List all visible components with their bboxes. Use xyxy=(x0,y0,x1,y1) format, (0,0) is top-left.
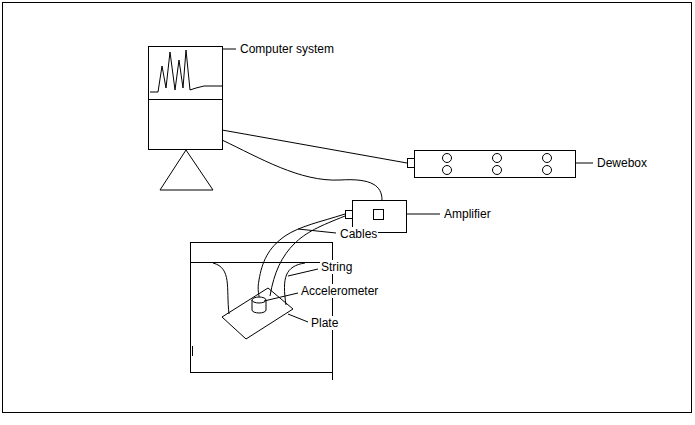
dewebox-connector xyxy=(408,159,415,168)
part-label: Amplifier xyxy=(443,207,492,221)
part-label: Dewebox xyxy=(596,156,648,170)
screen-divider xyxy=(149,99,223,100)
cable xyxy=(222,140,382,200)
leader-line xyxy=(576,163,593,164)
dewebox-knob xyxy=(493,166,502,175)
plate xyxy=(222,288,293,339)
part-label: Computer system xyxy=(239,42,335,56)
cable xyxy=(222,130,407,163)
waveform xyxy=(150,50,222,92)
frame-tick xyxy=(332,372,333,380)
dewebox-knob xyxy=(443,166,452,175)
dewebox-body xyxy=(415,151,576,178)
monitor-stand xyxy=(160,150,213,190)
amplifier-connector xyxy=(346,211,353,219)
frame-tick xyxy=(192,346,193,356)
part-label: Cables xyxy=(339,227,378,241)
leader-line xyxy=(288,314,308,322)
part-label: Accelerometer xyxy=(300,284,379,298)
outer-border xyxy=(3,3,692,413)
frame-bar xyxy=(191,262,333,263)
string xyxy=(213,263,229,314)
part-label: Plate xyxy=(310,316,339,330)
test-frame xyxy=(191,243,333,373)
leader-line xyxy=(298,229,336,233)
monitor-screen xyxy=(149,47,223,150)
accelerometer xyxy=(252,310,266,313)
leader-line xyxy=(264,293,298,301)
dewebox-knob xyxy=(543,166,552,175)
leader-line xyxy=(407,214,440,215)
dewebox-knob xyxy=(543,154,552,163)
leader-line xyxy=(288,269,318,276)
amplifier-display xyxy=(374,210,384,220)
part-label: String xyxy=(320,260,353,274)
dewebox-knob xyxy=(493,154,502,163)
dewebox-knob xyxy=(443,154,452,163)
leader-line xyxy=(223,49,236,50)
accelerometer xyxy=(252,297,266,303)
